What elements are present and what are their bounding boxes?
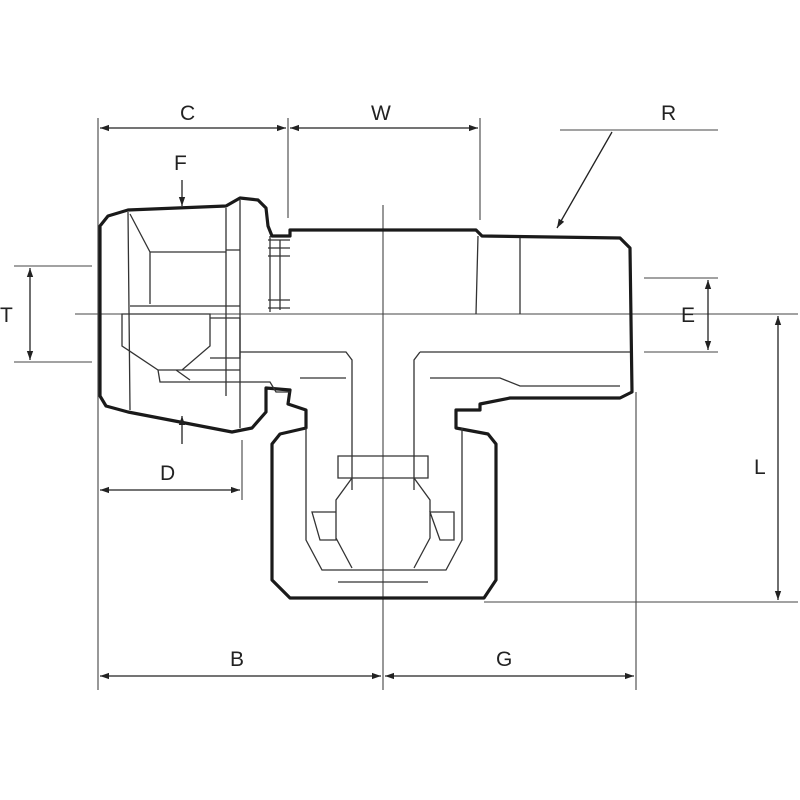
nut-thread-ridges [268,236,290,312]
body-outline [98,196,634,600]
male-thread-profile [300,377,620,387]
fitting-body [98,196,634,600]
label-t: T [0,304,13,327]
branch-bore [305,428,463,583]
label-c: C [180,102,195,125]
extension-lines [14,118,798,690]
run-ferrule [121,313,290,393]
label-r: R [661,102,676,125]
label-f: F [174,152,187,175]
nut-hex-faces [127,200,241,428]
run-bore [240,235,630,490]
label-l: L [754,456,766,479]
label-g: G [496,648,512,671]
label-d: D [160,462,175,485]
dimension-labels: C W R F T E L D B G [0,102,766,671]
label-e: E [681,304,695,327]
center-lines [75,205,660,690]
dimension-lines [26,124,782,680]
r-leader [556,131,613,229]
label-b: B [230,648,244,671]
label-w: W [371,102,391,125]
